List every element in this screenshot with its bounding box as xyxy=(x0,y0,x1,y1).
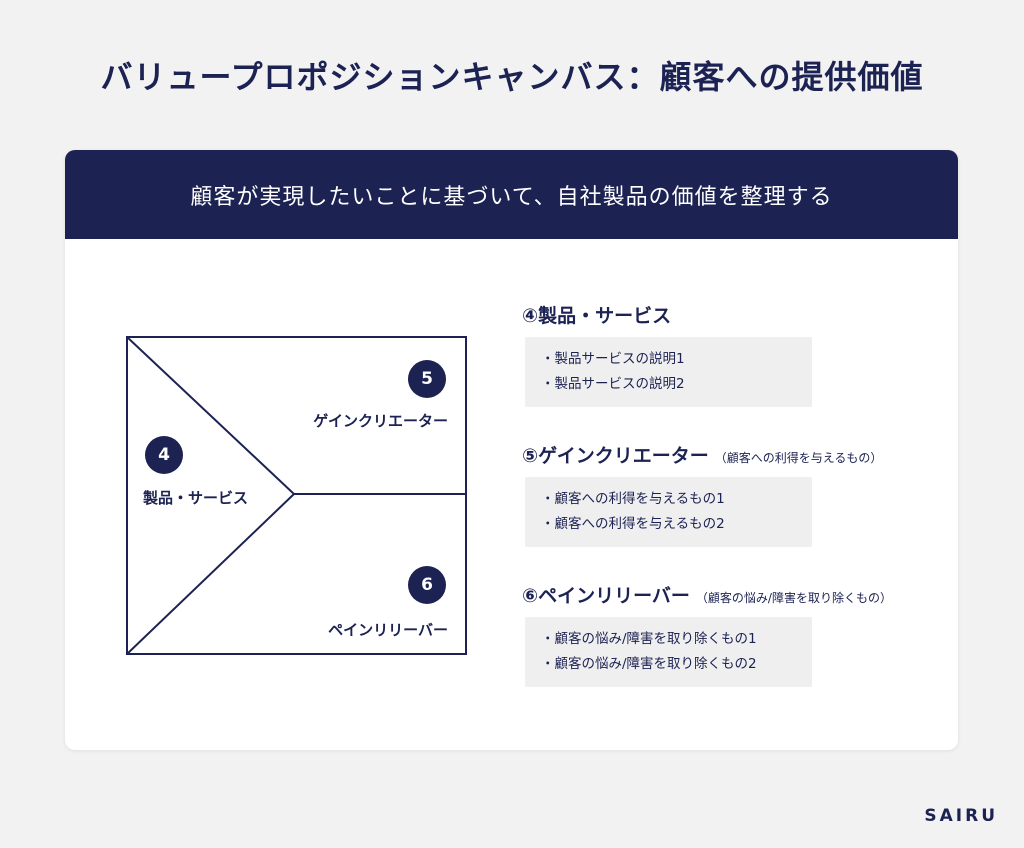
brand-logo: SAIRU xyxy=(924,806,998,826)
section-title-gain: ⑤ゲインクリエーター （顧客への利得を与えるもの） xyxy=(522,441,882,468)
section-title-text: ④製品・サービス xyxy=(522,305,672,327)
section-title-product: ④製品・サービス xyxy=(522,301,671,328)
card-header: 顧客が実現したいことに基づいて、自社製品の価値を整理する xyxy=(65,150,958,239)
pain-label: ペインリリーバー xyxy=(328,621,448,639)
product-label: 製品・サービス xyxy=(143,489,249,507)
diagram-frame xyxy=(126,336,467,655)
section-title-text: ⑥ペインリリーバー xyxy=(522,585,690,607)
product-number-badge: 4 xyxy=(145,436,183,474)
list-item: ・製品サービスの説明1 xyxy=(541,351,685,367)
list-item: ・顧客の悩み/障害を取り除くもの2 xyxy=(541,656,757,672)
section-box-gain: ・顧客への利得を与えるもの1 ・顧客への利得を与えるもの2 xyxy=(525,477,812,547)
page-title: バリュープロポジションキャンバス：顧客への提供価値 xyxy=(100,58,924,96)
gain-label: ゲインクリエーター xyxy=(313,412,448,430)
section-title-pain: ⑥ペインリリーバー （顧客の悩み/障害を取り除くもの） xyxy=(522,581,892,608)
list-item: ・顧客の悩み/障害を取り除くもの1 xyxy=(541,631,757,647)
list-item: ・顧客への利得を与えるもの2 xyxy=(541,516,725,532)
section-box-pain: ・顧客の悩み/障害を取り除くもの1 ・顧客の悩み/障害を取り除くもの2 xyxy=(525,617,812,687)
section-box-product: ・製品サービスの説明1 ・製品サービスの説明2 xyxy=(525,337,812,407)
section-subtitle: （顧客への利得を与えるもの） xyxy=(714,451,883,465)
pain-number-badge: 6 xyxy=(408,566,446,604)
section-title-text: ⑤ゲインクリエーター xyxy=(522,445,709,467)
gain-number-badge: 5 xyxy=(408,360,446,398)
section-subtitle: （顧客の悩み/障害を取り除くもの） xyxy=(695,591,892,605)
list-item: ・顧客への利得を与えるもの1 xyxy=(541,491,725,507)
list-item: ・製品サービスの説明2 xyxy=(541,376,685,392)
